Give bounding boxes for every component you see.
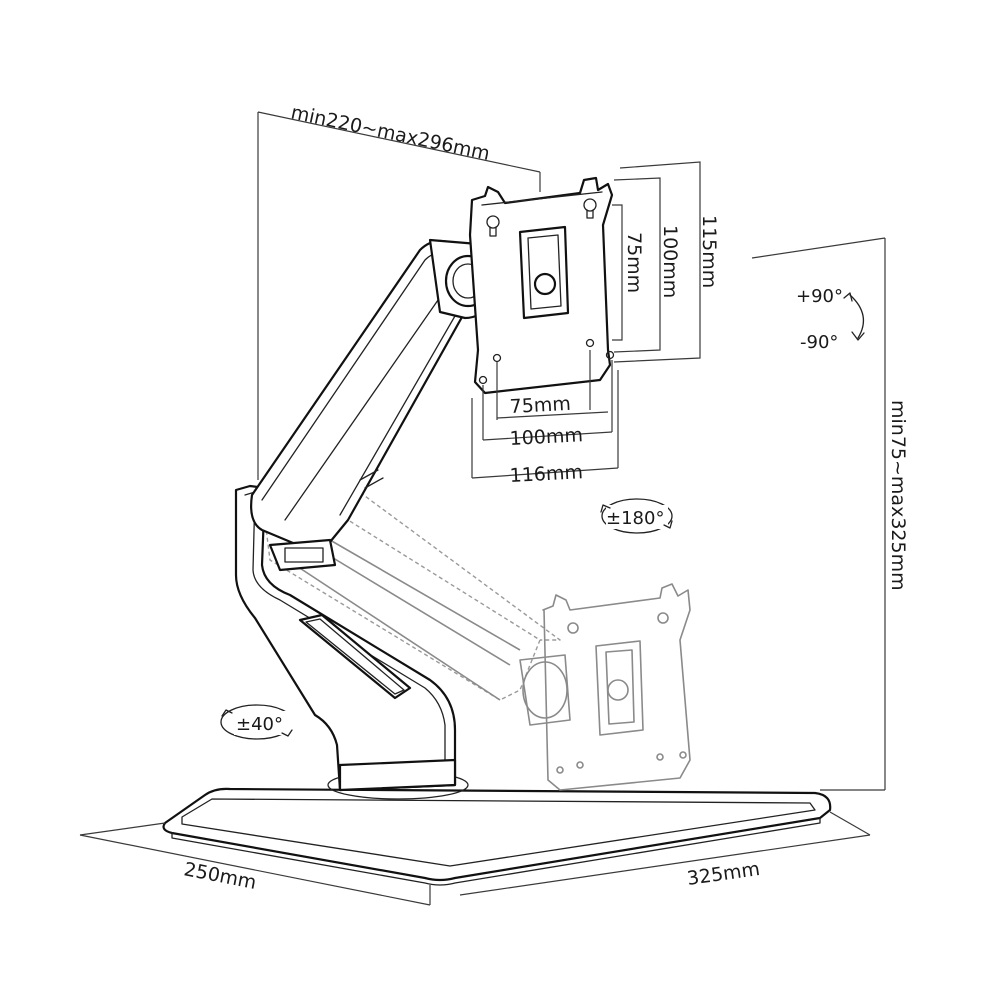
tilt-rotation-marker: +90° -90° (796, 286, 865, 353)
swivel-arrow-icon (221, 709, 233, 717)
tilt-down-label: -90° (800, 332, 838, 353)
lowered-vesa-plate-ghost (542, 583, 691, 791)
tilt-arrow-icon (849, 294, 865, 339)
gas-spring-arm (250, 238, 495, 572)
height-range-dimension: min75~max325mm (751, 237, 909, 791)
vesa-height-inner-label: 75mm (623, 232, 645, 293)
plate-height-label: 115mm (698, 215, 720, 288)
swivel-label: ±40° (236, 714, 283, 735)
vesa-height-outer-label: 100mm (659, 225, 681, 298)
tilt-up-label: +90° (796, 286, 843, 307)
base-plate (162, 787, 832, 886)
base-depth-label: 250mm (182, 858, 258, 894)
upright-post (234, 484, 469, 800)
rotate-marker: ±180° (600, 498, 673, 534)
height-range-label: min75~max325mm (887, 400, 909, 591)
vesa-width-inner-label: 75mm (509, 393, 571, 418)
plate-width-label: 116mm (509, 461, 583, 487)
swivel-marker: ±40° (220, 704, 294, 740)
vesa-plate (468, 176, 615, 395)
vesa-vertical-dimensions: 75mm 100mm 115mm (612, 161, 720, 363)
vesa-horizontal-dimensions: 75mm 100mm 116mm (471, 350, 619, 487)
arm-reach-label: min220~max296mm (289, 101, 492, 165)
rotate-arrow-icon (600, 504, 611, 513)
vesa-width-outer-label: 100mm (509, 424, 583, 450)
rotate-label: ±180° (606, 508, 664, 529)
base-width-label: 325mm (686, 858, 762, 890)
